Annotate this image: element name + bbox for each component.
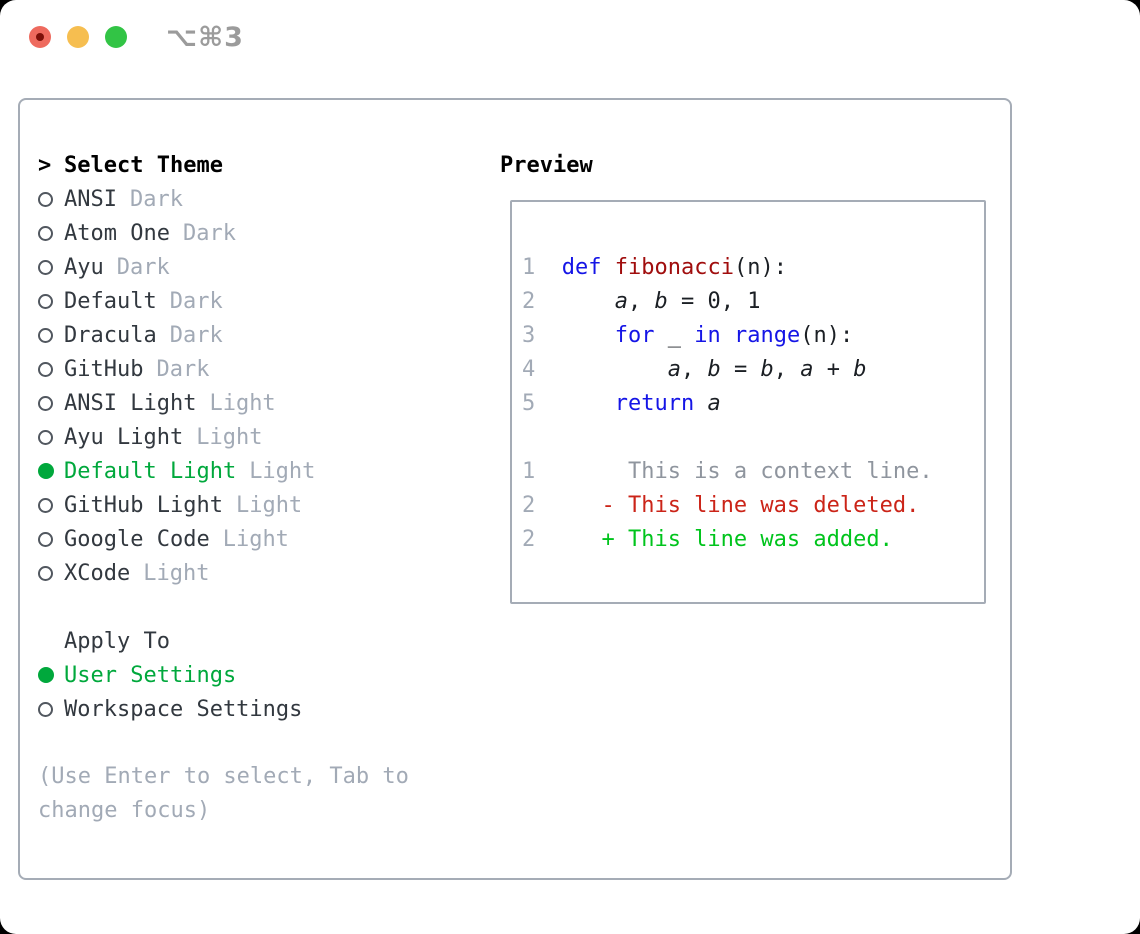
theme-list-heading: Select Theme	[64, 152, 223, 178]
theme-option-default[interactable]: Default Dark	[38, 284, 458, 318]
option-tag: Light	[249, 458, 316, 484]
option-tag: Light	[222, 526, 289, 552]
option-label: ANSI	[64, 186, 117, 212]
apply-option-user-settings[interactable]: User Settings	[38, 658, 458, 692]
radio-icon	[38, 361, 53, 377]
option-label: Ayu Light	[64, 424, 184, 450]
code-line: 3 for _ in range(n):	[522, 319, 984, 353]
chevron-prompt-icon: >	[38, 152, 52, 178]
radio-icon	[38, 701, 53, 717]
radio-icon	[38, 531, 53, 547]
line-number: 3	[522, 323, 536, 348]
theme-list-heading-row: > Select Theme	[38, 148, 458, 182]
line-number: 2	[522, 493, 536, 518]
preview-separator	[522, 421, 984, 455]
theme-option-ansi[interactable]: ANSI Dark	[38, 182, 458, 216]
theme-option-dracula[interactable]: Dracula Dark	[38, 318, 458, 352]
radio-icon	[38, 565, 53, 581]
line-number: 4	[522, 357, 536, 382]
diff-line-deleted: 2 - This line was deleted.	[522, 489, 984, 523]
option-tag: Dark	[129, 186, 183, 212]
code-line: 4 a, b = b, a + b	[522, 353, 984, 387]
radio-icon	[38, 259, 53, 275]
theme-option-ayu-light[interactable]: Ayu Light Light	[38, 420, 458, 454]
theme-option-google-code[interactable]: Google Code Light	[38, 522, 458, 556]
option-label: Workspace Settings	[64, 696, 303, 722]
minimize-button[interactable]	[67, 26, 89, 48]
diff-line-context: 1 This is a context line.	[522, 455, 984, 489]
option-tag: Dark	[169, 322, 223, 348]
radio-icon	[38, 327, 53, 343]
line-number: 1	[522, 255, 536, 280]
radio-icon	[38, 395, 53, 411]
radio-icon	[38, 497, 53, 513]
radio-icon	[38, 191, 53, 207]
option-tag: Light	[196, 424, 263, 450]
theme-option-ayu[interactable]: Ayu Dark	[38, 250, 458, 284]
preview-heading: Preview	[500, 152, 593, 178]
option-tag: Light	[143, 560, 210, 586]
radio-icon	[38, 429, 53, 445]
close-button[interactable]	[29, 26, 51, 48]
option-tag: Dark	[169, 288, 223, 314]
theme-option-xcode[interactable]: XCode Light	[38, 556, 458, 590]
option-label: Google Code	[64, 526, 210, 552]
option-label: GitHub Light	[64, 492, 223, 518]
apply-option-workspace-settings[interactable]: Workspace Settings	[38, 692, 458, 726]
option-label: Atom One	[64, 220, 170, 246]
apply-to-heading: Apply To	[64, 628, 170, 654]
footer-hint: (Use Enter to select, Tab to change focu…	[38, 764, 409, 823]
line-number: 1	[522, 459, 536, 484]
code-line: 5 return a	[522, 387, 984, 421]
code-line: 2 a, b = 0, 1	[522, 285, 984, 319]
option-label: XCode	[64, 560, 131, 586]
option-label: Default Light	[64, 458, 237, 484]
radio-icon	[38, 293, 53, 309]
option-tag: Light	[209, 390, 276, 416]
apply-to-heading-row: Apply To	[38, 624, 458, 658]
option-label: Ayu	[64, 254, 104, 280]
option-label: ANSI Light	[64, 390, 197, 416]
option-tag: Dark	[156, 356, 210, 382]
theme-option-ansi-light[interactable]: ANSI Light Light	[38, 386, 458, 420]
option-label: User Settings	[64, 662, 237, 688]
line-number: 2	[522, 289, 536, 314]
theme-option-atom-one[interactable]: Atom One Dark	[38, 216, 458, 250]
window-title: ⌥⌘3	[166, 22, 244, 53]
radio-selected-icon	[38, 463, 54, 479]
option-tag: Dark	[116, 254, 170, 280]
diff-line-added: 2 + This line was added.	[522, 523, 984, 557]
radio-icon	[38, 225, 53, 241]
zoom-button[interactable]	[105, 26, 127, 48]
theme-option-github-light[interactable]: GitHub Light Light	[38, 488, 458, 522]
option-label: Default	[64, 288, 157, 314]
theme-option-github[interactable]: GitHub Dark	[38, 352, 458, 386]
option-label: GitHub	[64, 356, 144, 382]
radio-selected-icon	[38, 667, 54, 683]
option-tag: Dark	[182, 220, 236, 246]
line-number: 2	[522, 527, 536, 552]
option-tag: Light	[235, 492, 303, 518]
theme-option-default-light[interactable]: Default Light Light	[38, 454, 458, 488]
diff-preview: 1 This is a context line.2 - This line w…	[522, 455, 984, 557]
line-number: 5	[522, 391, 536, 416]
option-label: Dracula	[64, 322, 157, 348]
